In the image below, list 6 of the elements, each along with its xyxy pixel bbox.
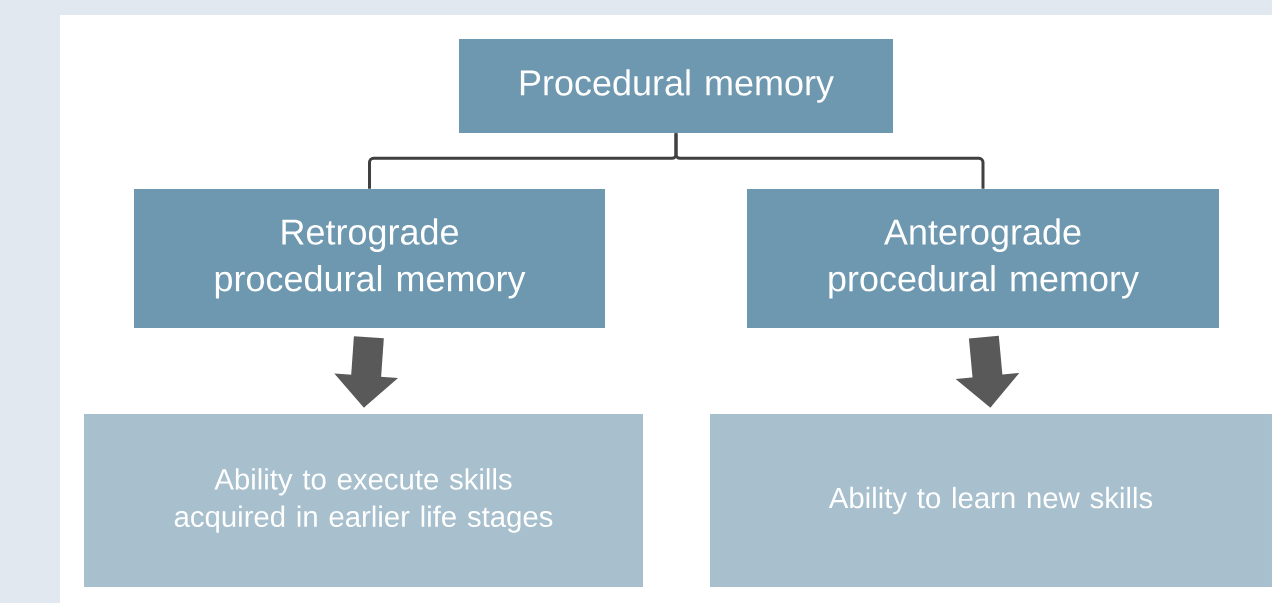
connector-line [674, 133, 985, 189]
description-box: Ability to execute skills acquired in earlier life stages [84, 414, 643, 587]
category-box: Retrograde procedural memory [134, 189, 605, 328]
description-box: Ability to learn new skills [710, 414, 1272, 587]
category-box: Anterograde procedural memory [747, 189, 1219, 328]
heading-box: Procedural memory [459, 39, 893, 133]
